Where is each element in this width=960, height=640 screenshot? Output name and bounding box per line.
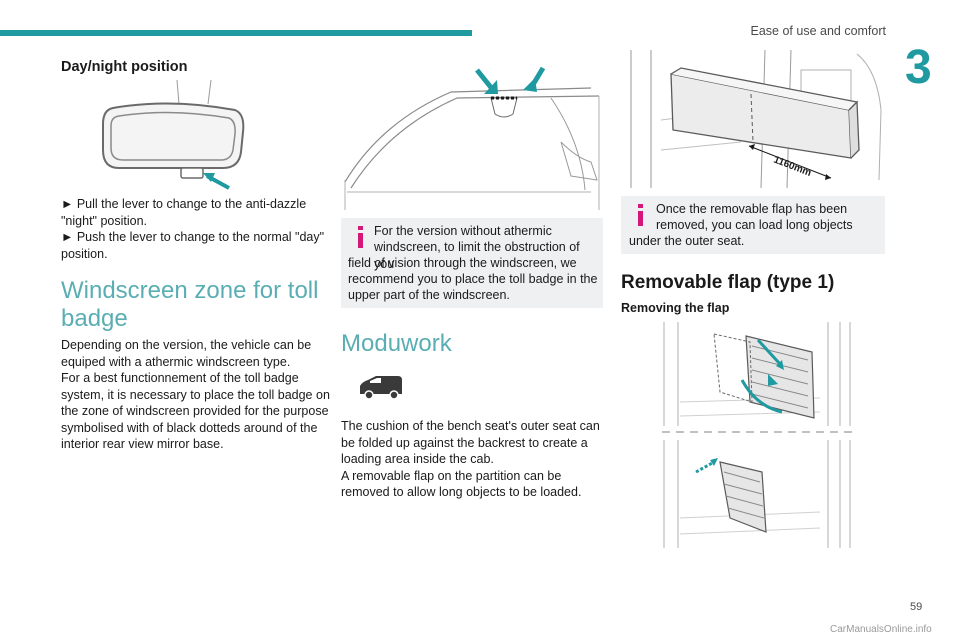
page-number: 59: [910, 601, 923, 613]
note-text-line: field of vision through the windscreen, …: [348, 256, 577, 270]
long-object-loading-illustration: 1160mm: [630, 50, 882, 188]
flap-removal-illustration: [660, 322, 856, 548]
windscreen-paragraph: Depending on the version, the vehicle ca…: [61, 337, 330, 453]
chapter-number: 3: [905, 41, 932, 94]
text-line: A removable flap on the partition can be: [341, 468, 562, 483]
text-line: ► Pull the lever to change to the anti-d…: [61, 197, 307, 211]
heading-removable-flap: Removable flap (type 1): [621, 272, 835, 293]
note-text-line: removed, you can load long objects: [656, 218, 853, 232]
rear-view-mirror-illustration: [102, 79, 245, 190]
note-text-line: recommend you to place the toll badge in…: [348, 272, 598, 286]
moduwork-paragraph: The cushion of the bench seat's outer se…: [341, 418, 600, 501]
heading-line: badge: [61, 305, 128, 332]
header-accent-bar: [0, 30, 472, 36]
text-line: "night" position.: [61, 213, 148, 228]
heading-line: Windscreen zone for toll: [61, 277, 319, 304]
text-line: Depending on the version, the vehicle ca…: [61, 338, 312, 352]
text-line: be folded up against the backrest to cre…: [341, 435, 588, 450]
info-icon: [358, 226, 363, 248]
heading-moduwork: Moduwork: [341, 330, 452, 357]
text-line: For a best functionnement of the toll ba…: [61, 371, 299, 385]
van-icon: [360, 376, 402, 400]
text-line: system, it is necessary to place the tol…: [61, 387, 330, 402]
note-athermic: For the version without athermic windscr…: [341, 218, 603, 308]
windscreen-illustration: [344, 66, 600, 210]
text-line: The cushion of the bench seat's outer se…: [341, 419, 600, 433]
text-line: position.: [61, 246, 108, 261]
lever-instructions: ► Pull the lever to change to the anti-d…: [61, 196, 324, 262]
text-line: ► Push the lever to change to the normal…: [61, 230, 325, 244]
subheading-removing-flap: Removing the flap: [621, 301, 730, 315]
note-text-line: upper part of the windscreen.: [348, 288, 510, 302]
text-line: interior rear view mirror base.: [61, 437, 224, 451]
note-text-line: under the outer seat.: [629, 234, 745, 248]
text-line: loading area inside the cab.: [341, 452, 494, 466]
note-text-line: Once the removable flap has been: [656, 202, 848, 216]
text-line: the zone of windscreen provided for the …: [61, 404, 329, 418]
dimension-label: 1160mm: [772, 155, 813, 179]
text-line: removed to allow long objects to be load…: [341, 485, 582, 499]
note-text-line: windscreen, to limit the obstruction of …: [374, 240, 580, 271]
heading-windscreen-zone: Windscreen zone for toll badge: [61, 277, 318, 333]
text-line: symbolised with of black dotteds around …: [61, 420, 318, 435]
section-title: Ease of use and comfort: [750, 24, 887, 38]
note-text-line: For the version without athermic: [374, 224, 552, 238]
info-icon: [638, 204, 643, 226]
heading-day-night: Day/night position: [61, 59, 188, 75]
note-removed-flap: Once the removable flap has been removed…: [621, 196, 885, 254]
watermark: CarManualsOnline.info: [830, 624, 932, 635]
text-line: equiped with a athermic windscreen type.: [61, 354, 291, 369]
